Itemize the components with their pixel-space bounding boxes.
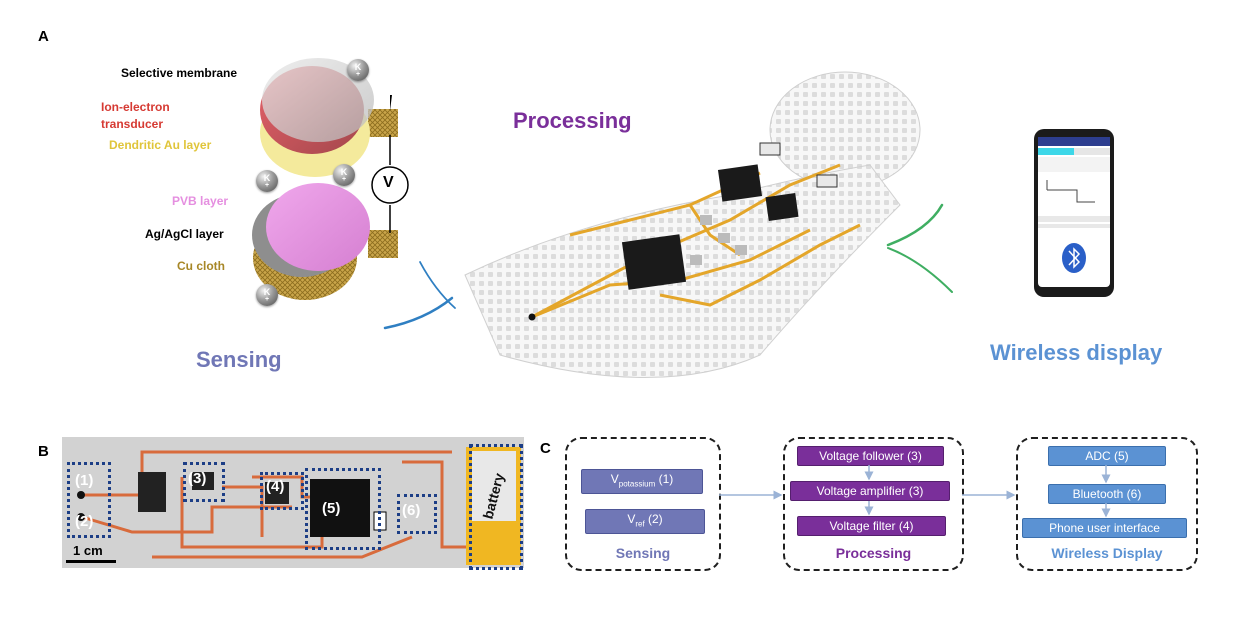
flow-group-sensing bbox=[565, 437, 721, 571]
label-ion-electron: Ion-electron bbox=[101, 100, 170, 114]
potassium-ion-icon: K+ bbox=[333, 164, 355, 186]
label-ag-agcl: Ag/AgCl layer bbox=[145, 227, 224, 241]
label-cu-cloth: Cu cloth bbox=[177, 259, 225, 273]
board-region-5 bbox=[305, 468, 381, 550]
potassium-ion-icon: K+ bbox=[347, 59, 369, 81]
flow-item-vref: Vref (2) bbox=[585, 509, 705, 535]
flexible-circuit-illustration bbox=[464, 71, 921, 378]
flow-item-voltage-filter: Voltage filter (4) bbox=[797, 516, 946, 536]
circuit-board-photo bbox=[62, 437, 524, 568]
board-label-5: (5) bbox=[322, 500, 341, 517]
board-label-4: (4) bbox=[266, 478, 285, 495]
potassium-ion-icon: K+ bbox=[256, 170, 278, 192]
scale-bar bbox=[66, 560, 116, 563]
phone-illustration bbox=[1034, 129, 1114, 297]
board-label-3: (3) bbox=[188, 470, 207, 487]
panel-label-b: B bbox=[38, 443, 49, 460]
flow-item-voltage-follower: Voltage follower (3) bbox=[797, 446, 944, 466]
label-pvb: PVB layer bbox=[172, 194, 229, 208]
panel-label-a: A bbox=[38, 28, 49, 45]
flow-item-vpotassium: Vpotassium (1) bbox=[581, 469, 703, 495]
potassium-ion-icon: K+ bbox=[256, 284, 278, 306]
stage-processing-label: Processing bbox=[513, 108, 632, 133]
flow-caption-processing: Processing bbox=[835, 545, 912, 561]
label-selective-membrane: Selective membrane bbox=[121, 66, 238, 80]
sensor-illustration bbox=[252, 58, 409, 300]
flow-group-wireless bbox=[1016, 437, 1198, 571]
panel-label-c: C bbox=[540, 440, 551, 457]
arrow-swoosh-left bbox=[383, 261, 456, 330]
board-label-6: (6) bbox=[402, 502, 421, 519]
flow-group-processing bbox=[783, 437, 964, 571]
stage-sensing-label: Sensing bbox=[196, 347, 282, 372]
board-region-1-2 bbox=[67, 462, 111, 538]
flow-caption-wireless: Wireless Display bbox=[1051, 545, 1163, 561]
flow-item-adc: ADC (5) bbox=[1048, 446, 1166, 466]
voltmeter-label: V bbox=[383, 174, 394, 191]
flow-item-bluetooth: Bluetooth (6) bbox=[1048, 484, 1166, 504]
label-dendritic-au: Dendritic Au layer bbox=[109, 138, 212, 152]
board-region-4 bbox=[260, 472, 304, 510]
label-transducer: transducer bbox=[101, 117, 164, 131]
board-region-3 bbox=[183, 462, 225, 502]
board-label-2: (2) bbox=[75, 513, 94, 530]
arrow-swoosh-right bbox=[886, 203, 953, 293]
flow-item-phone-ui: Phone user interface bbox=[1022, 518, 1187, 538]
flow-caption-sensing: Sensing bbox=[615, 545, 671, 561]
board-label-1: (1) bbox=[75, 472, 94, 489]
flow-item-voltage-amplifier: Voltage amplifier (3) bbox=[790, 481, 950, 501]
board-region-6 bbox=[397, 494, 437, 534]
board-region-battery bbox=[469, 444, 523, 570]
stage-wireless-label: Wireless display bbox=[990, 340, 1163, 365]
scale-bar-label: 1 cm bbox=[73, 543, 103, 558]
